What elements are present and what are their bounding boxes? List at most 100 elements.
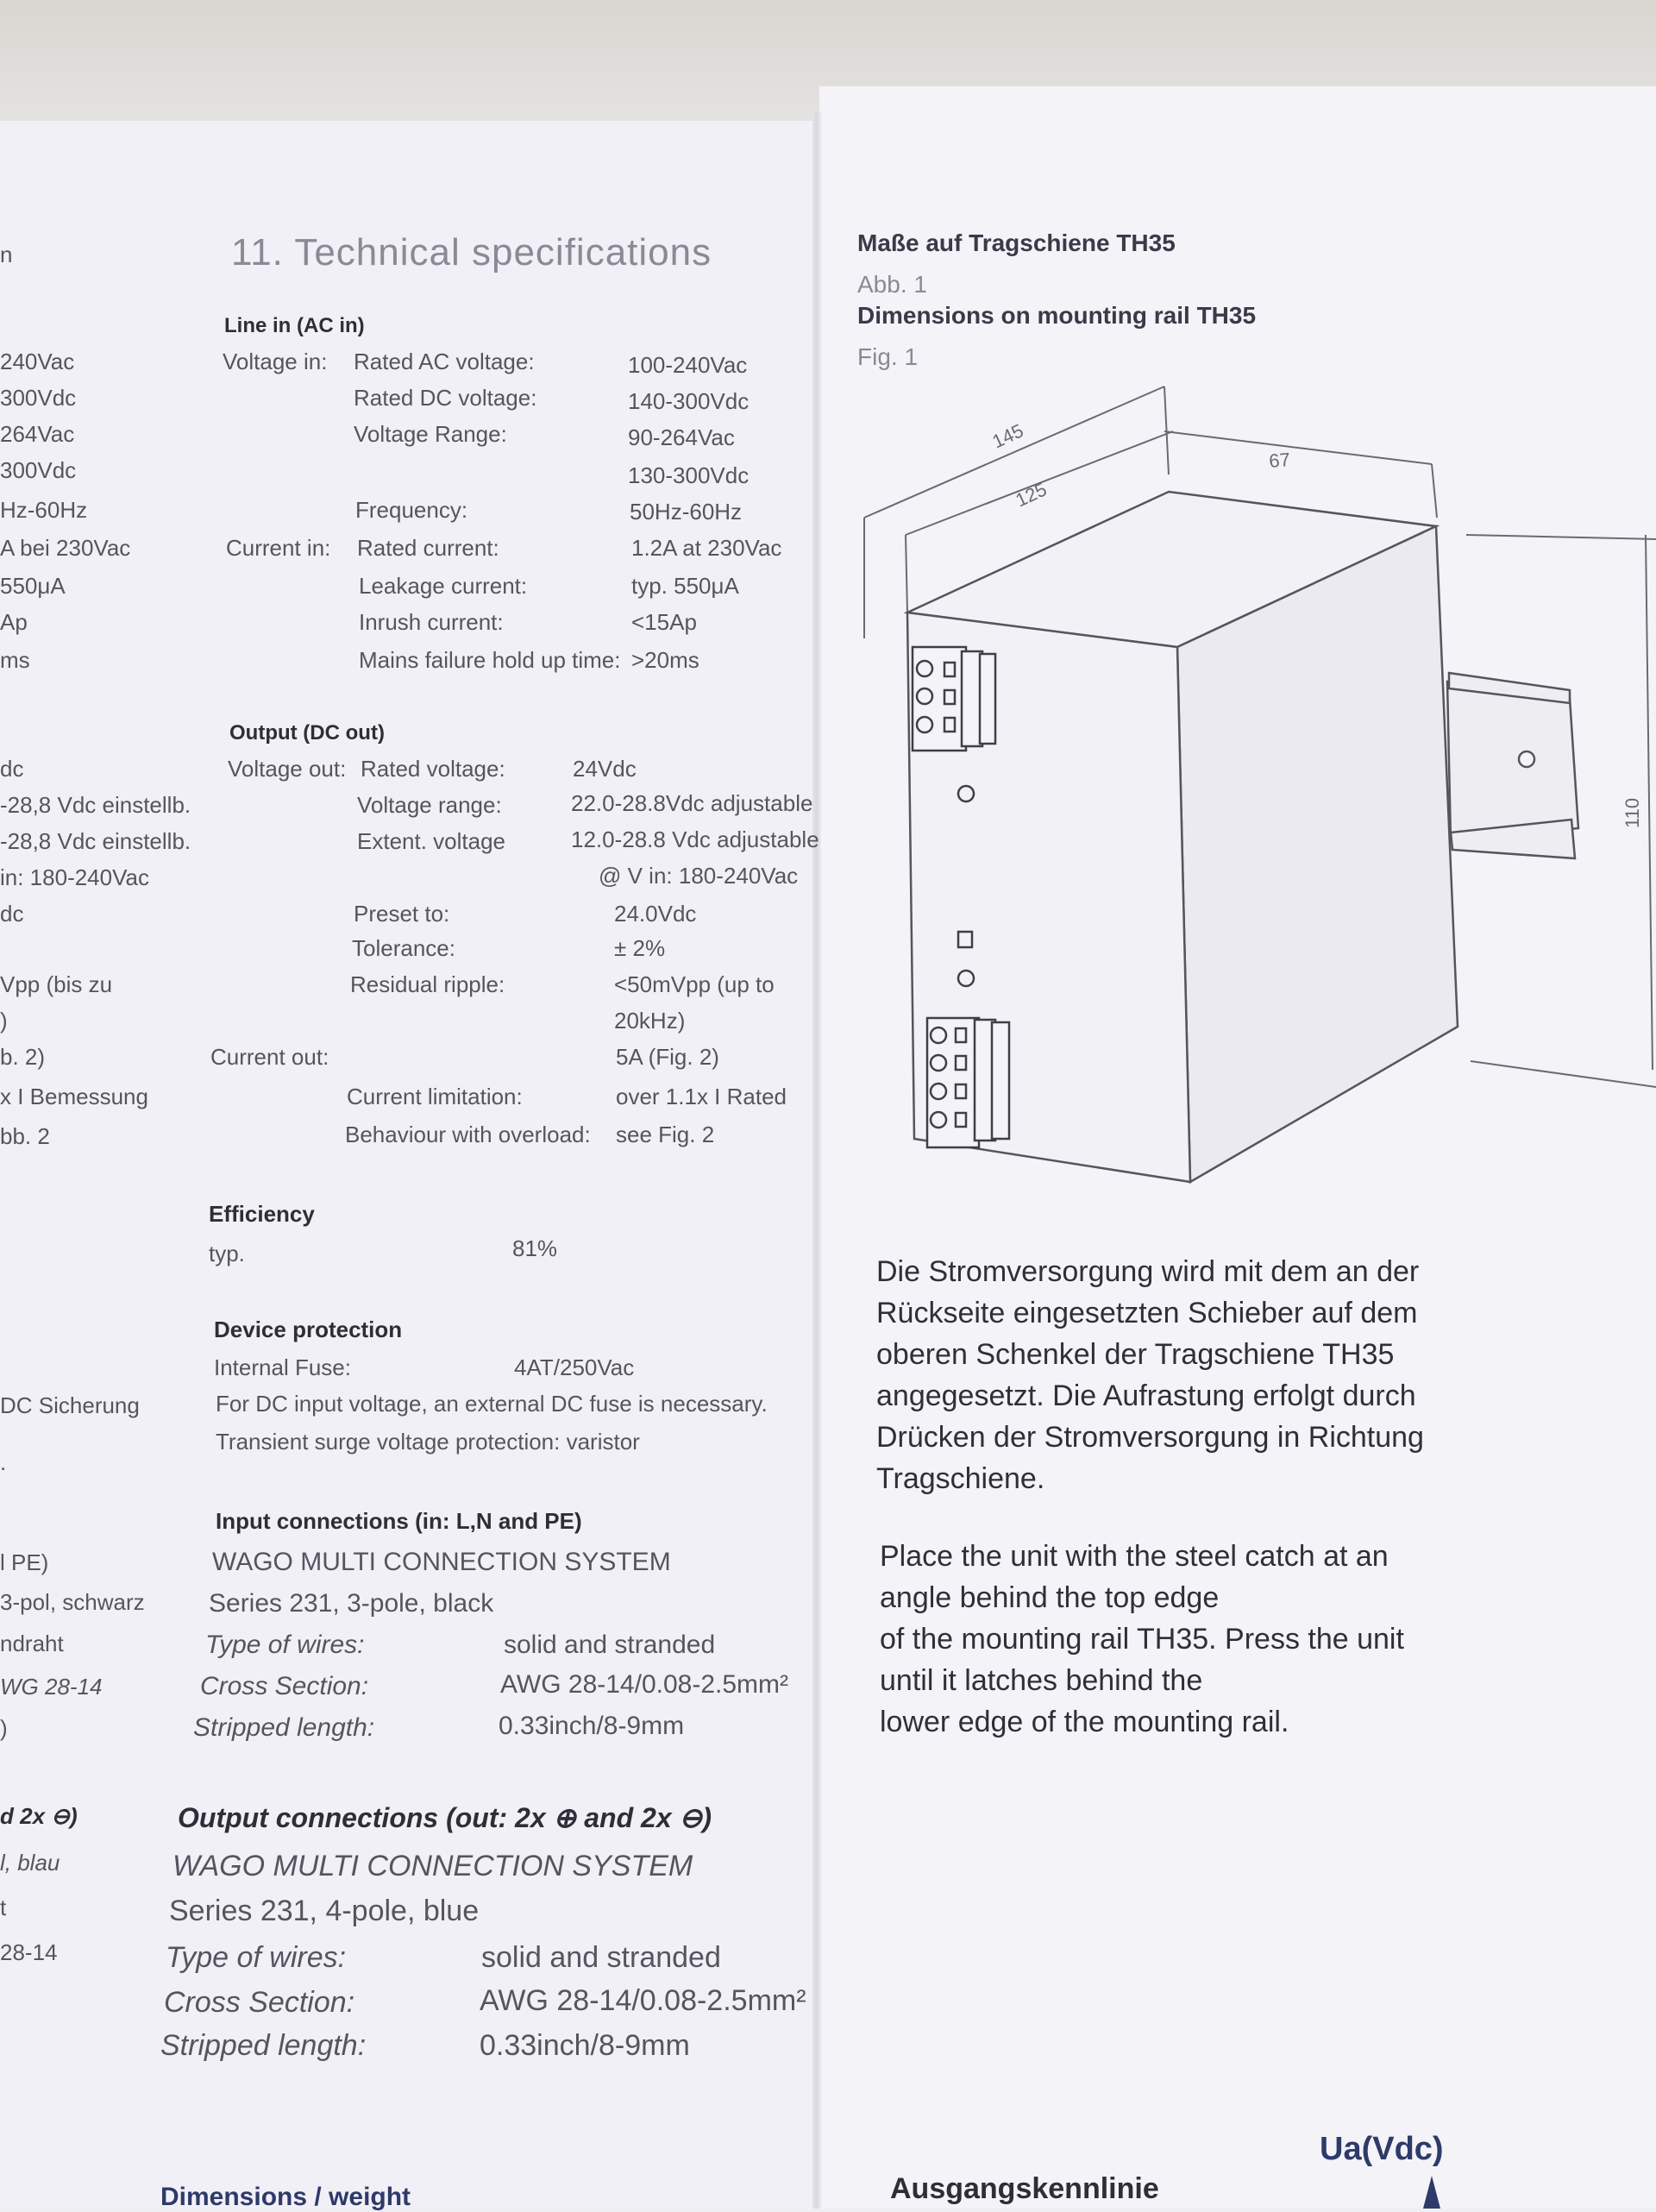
dimensions-weight-heading: Dimensions / weight (160, 2183, 411, 2211)
spec-value: 22.0-28.8Vdc adjustable (571, 790, 813, 816)
spec-label: Inrush current: (359, 609, 504, 635)
spec-label: Rated DC voltage: (354, 385, 537, 411)
spec-label: Voltage Range: (354, 421, 507, 447)
dimension-110: 110 (1622, 798, 1643, 828)
output-heading: Output (DC out) (229, 721, 385, 745)
spec-value: 0.33inch/8-9mm (480, 2029, 690, 2062)
edge-line: 264Vac (0, 421, 75, 447)
paper-left-panel (0, 121, 819, 2209)
edge-line: . (0, 1449, 7, 1475)
figure-label-en: Fig. 1 (857, 343, 919, 370)
spec-value: 24.0Vdc (614, 901, 697, 927)
efficiency-value: 81% (512, 1235, 558, 1261)
spec-label: Behaviour with overload: (345, 1122, 591, 1147)
spec-value: 100-240Vac (628, 352, 748, 378)
dimension-line-145 (863, 386, 1165, 518)
spec-value: over 1.1x I Rated (616, 1084, 787, 1109)
edge-line: Vpp (bis zu (0, 971, 113, 997)
spec-label: Cross Section: (164, 1986, 355, 2019)
edge-line: -28,8 Vdc einstellb. (0, 792, 191, 818)
edge-line: Ap (0, 609, 28, 635)
edge-line: 240Vac (0, 349, 75, 374)
output-characteristic-heading: Ausgangskennlinie (890, 2172, 1159, 2205)
dimension-line-67 (1164, 430, 1433, 465)
figure-label-de: Abb. 1 (857, 271, 927, 298)
spec-value: <50mVpp (up to (614, 971, 775, 997)
text-line: Die Stromversorgung wird mit dem an der (876, 1255, 1420, 1288)
dc-fuse-note: For DC input voltage, an external DC fus… (216, 1391, 768, 1417)
spec-value: @ V in: 180-240Vac (599, 863, 799, 889)
text-line: lower edge of the mounting rail. (880, 1706, 1289, 1738)
text-line: until it latches behind the (880, 1664, 1203, 1697)
spec-label: Rated voltage: (361, 756, 505, 782)
edge-line: Hz-60Hz (0, 497, 88, 523)
edge-line: DC Sicherung (0, 1392, 140, 1418)
spec-title: 11. Technical specifications (231, 231, 712, 273)
fuse-value: 4AT/250Vac (514, 1354, 635, 1380)
input-series: Series 231, 3-pole, black (209, 1589, 494, 1618)
edge-line: 300Vdc (0, 385, 77, 411)
spec-value: ± 2% (614, 935, 666, 961)
led-indicator (957, 784, 975, 803)
spec-value: AWG 28-14/0.08-2.5mm² (500, 1670, 788, 1699)
mounting-text-de: Die Stromversorgung wird mit dem an der … (876, 1251, 1424, 1499)
spec-value: 24Vdc (573, 756, 637, 782)
edge-line: 28-14 (0, 1939, 58, 1965)
output-connections-heading: Output connections (out: 2x ⊕ and 2x ⊖) (178, 1802, 712, 1833)
mounting-text-en: Place the unit with the steel catch at a… (880, 1536, 1404, 1743)
text-line: Drücken der Stromversorgung in Richtung (876, 1421, 1424, 1454)
edge-line: l PE) (0, 1549, 49, 1575)
spec-value: 1.2A at 230Vac (631, 535, 782, 561)
edge-line: WG 28-14 (0, 1674, 103, 1700)
edge-line: 3-pol, schwarz (0, 1589, 145, 1615)
edge-line: l, blau (0, 1850, 60, 1876)
text-line: Place the unit with the steel catch at a… (880, 1540, 1389, 1573)
dimension-line-125 (905, 430, 1174, 536)
spec-value: solid and stranded (481, 1941, 721, 1974)
spec-value: <15Ap (631, 609, 697, 635)
spec-value: 130-300Vdc (628, 462, 750, 488)
spec-label: Residual ripple: (350, 971, 505, 997)
adjust-potentiometer (957, 930, 974, 949)
input-terminal-block (911, 645, 997, 752)
spec-value: >20ms (631, 647, 699, 673)
dimensions-title-en: Dimensions on mounting rail TH35 (857, 302, 1257, 329)
edge-line: dc (0, 756, 24, 782)
spec-label: Current limitation: (347, 1084, 523, 1109)
spec-label: Frequency: (355, 497, 468, 523)
dimension-line-110 (1645, 534, 1653, 1071)
output-series: Series 231, 4-pole, blue (169, 1895, 480, 1927)
edge-line: 300Vdc (0, 457, 77, 483)
spec-value: 90-264Vac (628, 424, 735, 450)
spec-label: Preset to: (354, 901, 450, 927)
spec-value: 50Hz-60Hz (630, 499, 743, 525)
spec-value: 0.33inch/8-9mm (499, 1712, 685, 1740)
spec-value: solid and stranded (504, 1631, 716, 1659)
text-line: of the mounting rail TH35. Press the uni… (880, 1623, 1404, 1656)
edge-line: 550μA (0, 573, 66, 599)
spec-label: Rated AC voltage: (354, 349, 535, 374)
edge-line: dc (0, 901, 24, 927)
dimensions-title-de: Maße auf Tragschiene TH35 (857, 229, 1176, 256)
spec-value: 5A (Fig. 2) (616, 1044, 719, 1070)
voltage-in-label: Voltage in: (223, 349, 328, 374)
edge-line: ndraht (0, 1631, 64, 1656)
spec-label: Voltage range: (357, 792, 502, 818)
spec-value: see Fig. 2 (616, 1122, 715, 1147)
dimension-145: 145 (989, 419, 1027, 452)
text-line: angle behind the top edge (880, 1581, 1220, 1614)
status-led (957, 969, 975, 988)
text-line: angegesetzt. Die Aufrastung erfolgt durc… (876, 1379, 1416, 1412)
spec-label: Stripped length: (160, 2029, 367, 2062)
edge-line: d 2x ⊖) (0, 1803, 78, 1829)
spec-value: 140-300Vdc (628, 388, 750, 414)
text-line: oberen Schenkel der Tragschiene TH35 (876, 1338, 1395, 1371)
edge-line: A bei 230Vac (0, 535, 131, 561)
current-out-label: Current out: (210, 1044, 329, 1070)
axis-arrow-icon (1423, 2176, 1440, 2209)
output-terminal-block (925, 1016, 1011, 1149)
spec-label: Tolerance: (352, 935, 455, 961)
edge-line: ) (0, 1008, 8, 1034)
spec-value: AWG 28-14/0.08-2.5mm² (480, 1984, 806, 2017)
edge-line: n (0, 242, 13, 267)
